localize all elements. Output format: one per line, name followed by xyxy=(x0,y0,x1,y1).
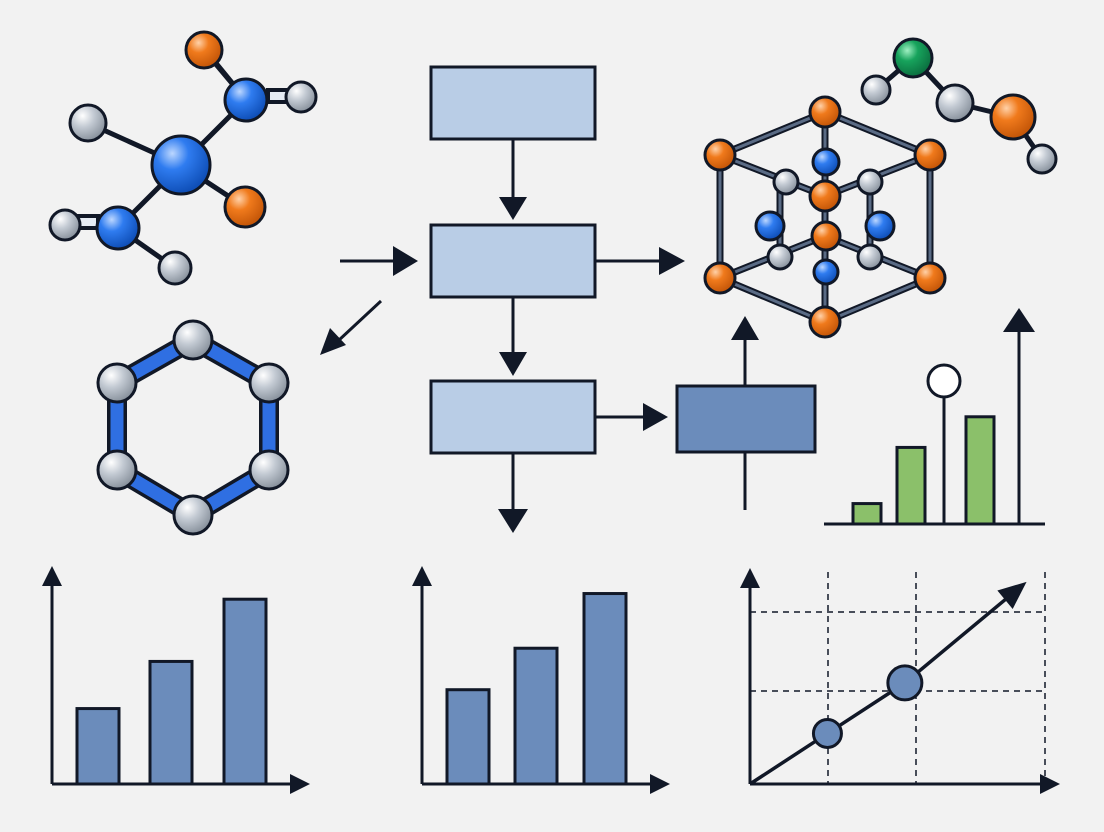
flow-box-top xyxy=(429,65,597,141)
crystal-lattice-icon xyxy=(703,95,947,339)
flow-arrow-middle-to-lattice xyxy=(595,247,685,275)
lollipop-marker xyxy=(926,363,962,399)
flow-arrow-into-middle xyxy=(340,246,418,276)
flow-arrow-lower-down xyxy=(498,453,528,533)
flowchart xyxy=(320,65,817,533)
series-line xyxy=(749,595,1010,786)
molecule-icon xyxy=(48,30,318,286)
molecule-chain-icon xyxy=(860,37,1058,175)
data-point xyxy=(886,664,924,702)
flow-box-right xyxy=(675,384,817,454)
flow-arrow-top-to-middle xyxy=(499,139,527,220)
line-chart xyxy=(740,568,1060,794)
atom-orange xyxy=(184,30,224,70)
trend-arrowhead xyxy=(1003,308,1035,332)
bar-chart-left xyxy=(42,566,310,794)
atom-orange xyxy=(223,185,267,229)
x-axis-arrow xyxy=(1040,774,1060,794)
atom-grey xyxy=(48,208,82,242)
atom-blue-center xyxy=(150,134,212,196)
atom-grey xyxy=(284,80,318,114)
bar xyxy=(222,597,268,786)
y-axis-arrow xyxy=(42,566,62,586)
x-axis-arrow xyxy=(650,774,670,794)
series-arrowhead xyxy=(997,581,1027,609)
flow-arrow-right-up xyxy=(731,316,759,510)
flow-box-middle xyxy=(429,223,597,299)
green-bar-chart xyxy=(824,308,1045,526)
bar-chart-center xyxy=(412,566,670,794)
atom-blue xyxy=(223,77,269,123)
bar xyxy=(148,659,194,786)
bar xyxy=(964,415,996,526)
atom-grey xyxy=(68,103,108,143)
bar xyxy=(513,646,559,786)
atom-grey xyxy=(157,250,193,286)
bar xyxy=(75,707,121,786)
data-point xyxy=(811,717,843,749)
flow-arrow-middle-to-lower xyxy=(499,297,527,376)
bar xyxy=(445,688,491,786)
flow-box-lower xyxy=(429,379,597,455)
y-axis-arrow xyxy=(412,566,432,586)
atom-blue xyxy=(95,205,141,251)
y-axis-arrow xyxy=(740,568,760,588)
flow-arrow-lower-to-right xyxy=(595,403,668,431)
bar xyxy=(582,592,628,786)
bar xyxy=(895,445,927,526)
benzene-ring-icon xyxy=(96,319,290,536)
x-axis-arrow xyxy=(290,774,310,794)
bar xyxy=(851,502,883,526)
flow-arrow-to-ring xyxy=(320,299,383,355)
